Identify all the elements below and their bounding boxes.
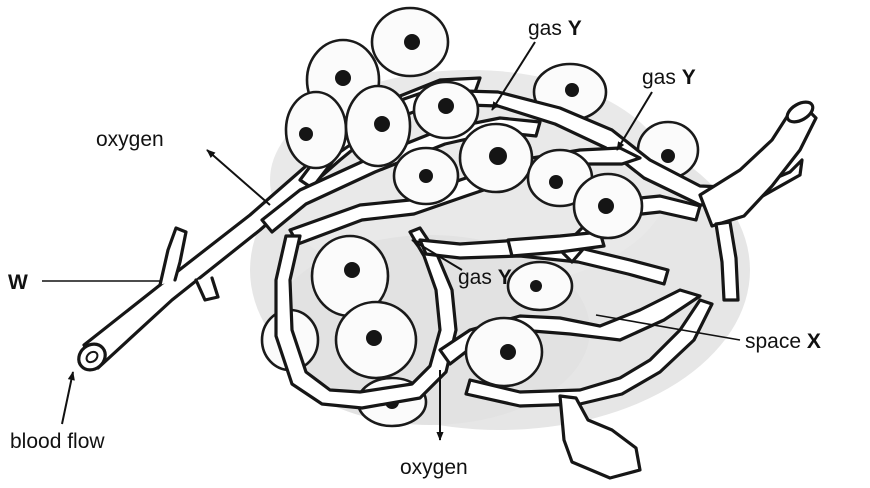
nucleus [299,127,313,141]
label-gas-y-top: gas Y [528,17,582,40]
arrow-oxygen-out-upper [207,150,270,205]
cell [574,174,642,238]
label-gas-y-right: gas Y [642,66,696,89]
nucleus [661,149,675,163]
nucleus [335,70,351,86]
nucleus [500,344,516,360]
label-gas-y-middle: gas Y [458,266,512,289]
cell [414,82,478,138]
cell [508,262,572,310]
side-branch-lower [196,278,218,300]
nucleus [598,198,614,214]
arrow-blood-flow [62,372,73,424]
cell [460,124,532,192]
nucleus [374,116,390,132]
nucleus [489,147,507,165]
label-oxygen-lower: oxygen [400,456,468,479]
nucleus [419,169,433,183]
label-w: W [8,271,28,294]
nucleus [530,280,542,292]
nucleus [438,98,454,114]
nucleus [404,34,420,50]
label-space-x: space X [745,330,821,353]
cell [372,8,448,76]
nucleus [366,330,382,346]
label-blood-flow: blood flow [10,430,105,453]
nucleus [565,83,579,97]
cell [336,302,416,378]
cell [286,92,346,168]
nucleus [344,262,360,278]
nucleus [549,175,563,189]
cell [346,86,410,166]
label-oxygen-upper: oxygen [96,128,164,151]
cell [466,318,542,386]
cell [394,148,458,204]
